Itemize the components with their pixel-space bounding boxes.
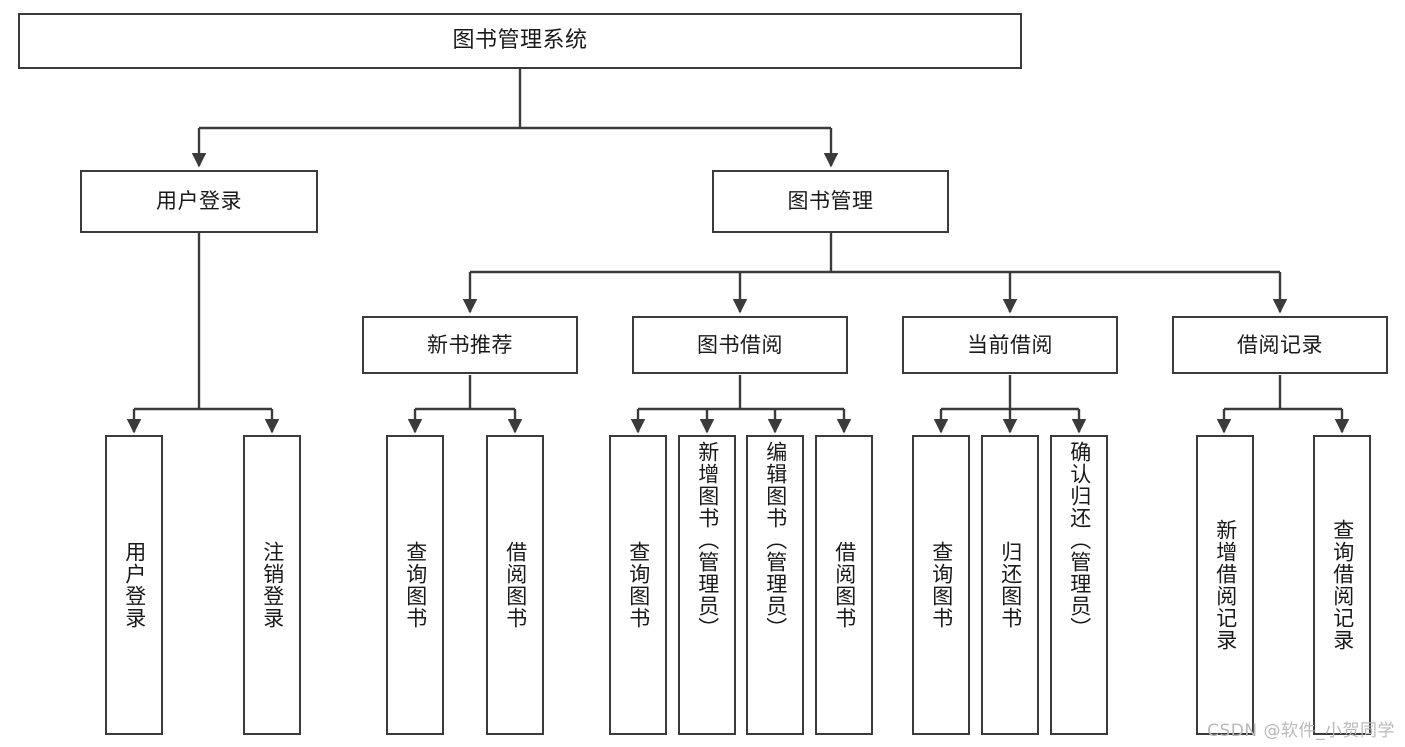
node-current-borrow[interactable]: 当前借阅 bbox=[902, 316, 1118, 374]
node-label: 编辑图书（管理员） bbox=[763, 441, 788, 639]
leaf-edit-book-admin[interactable]: 编辑图书（管理员） bbox=[746, 435, 804, 735]
node-label: 图书借阅 bbox=[697, 332, 783, 357]
node-root-library-system[interactable]: 图书管理系统 bbox=[18, 13, 1022, 69]
leaf-user-login[interactable]: 用户登录 bbox=[105, 435, 163, 735]
leaf-query-book-recommend[interactable]: 查询图书 bbox=[386, 435, 444, 735]
node-label: 图书管理系统 bbox=[452, 28, 588, 54]
node-label: 借阅图书 bbox=[503, 541, 528, 629]
node-label: 注销登录 bbox=[260, 541, 285, 629]
leaf-query-book-current[interactable]: 查询图书 bbox=[912, 435, 970, 735]
node-label: 图书管理 bbox=[787, 189, 874, 214]
node-new-book-recommend[interactable]: 新书推荐 bbox=[362, 316, 578, 374]
leaf-borrow-book-recommend[interactable]: 借阅图书 bbox=[486, 435, 544, 735]
leaf-return-book[interactable]: 归还图书 bbox=[981, 435, 1039, 735]
leaf-query-book-borrow[interactable]: 查询图书 bbox=[609, 435, 667, 735]
node-book-management[interactable]: 图书管理 bbox=[712, 170, 949, 233]
node-label: 查询图书 bbox=[403, 541, 428, 629]
node-label: 查询借阅记录 bbox=[1330, 519, 1355, 651]
node-label: 归还图书 bbox=[998, 541, 1023, 629]
node-label: 借阅图书 bbox=[832, 541, 857, 629]
node-label: 新增借阅记录 bbox=[1213, 519, 1238, 651]
node-label: 用户登录 bbox=[156, 189, 242, 214]
node-label: 新增图书（管理员） bbox=[695, 441, 720, 639]
node-borrow-record[interactable]: 借阅记录 bbox=[1172, 316, 1388, 374]
csdn-watermark: CSDN @软件_小贺同学 bbox=[1207, 721, 1395, 741]
node-label: 用户登录 bbox=[122, 541, 147, 629]
node-label: 查询图书 bbox=[626, 541, 651, 629]
leaf-query-borrow-record[interactable]: 查询借阅记录 bbox=[1313, 435, 1371, 735]
node-label: 当前借阅 bbox=[967, 332, 1053, 357]
leaf-confirm-return-admin[interactable]: 确认归还（管理员） bbox=[1050, 435, 1108, 735]
node-user-login[interactable]: 用户登录 bbox=[80, 170, 318, 233]
leaf-borrow-book-borrow[interactable]: 借阅图书 bbox=[815, 435, 873, 735]
node-label: 借阅记录 bbox=[1237, 332, 1323, 357]
node-label: 确认归还（管理员） bbox=[1067, 441, 1092, 639]
node-book-borrow[interactable]: 图书借阅 bbox=[632, 316, 848, 374]
leaf-add-book-admin[interactable]: 新增图书（管理员） bbox=[678, 435, 736, 735]
node-label: 查询图书 bbox=[929, 541, 954, 629]
leaf-add-borrow-record[interactable]: 新增借阅记录 bbox=[1196, 435, 1254, 735]
leaf-logout-login[interactable]: 注销登录 bbox=[243, 435, 301, 735]
node-label: 新书推荐 bbox=[427, 332, 513, 357]
